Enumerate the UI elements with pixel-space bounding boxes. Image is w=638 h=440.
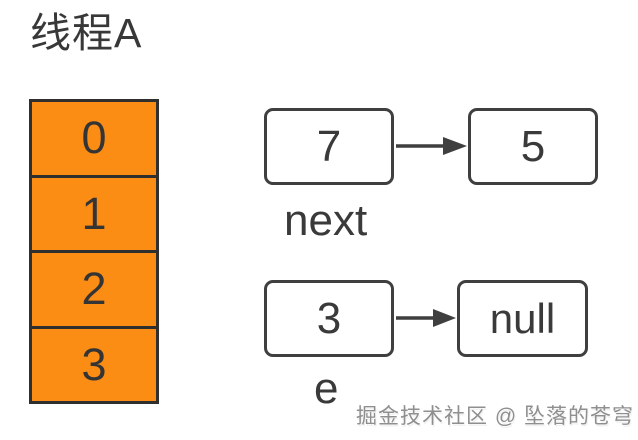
thread-a-array: 0 1 2 3 [29, 99, 159, 404]
node-value-3: 3 [264, 280, 394, 357]
array-cell-0: 0 [32, 102, 156, 178]
node-value-5: 5 [468, 108, 598, 185]
pointer-label-next: next [284, 196, 368, 245]
array-cell-1: 1 [32, 178, 156, 253]
array-cell-2: 2 [32, 253, 156, 329]
node-value-7: 7 [264, 108, 394, 185]
node-value-null: null [457, 280, 588, 357]
watermark-text: 掘金技术社区 @ 坠落的苍穹 [356, 405, 634, 428]
page-title: 线程A [30, 10, 143, 56]
pointer-label-e: e [314, 364, 339, 413]
arrow-right-icon-e [396, 309, 456, 327]
arrow-right-icon-next [396, 137, 467, 155]
array-cell-3: 3 [81, 338, 107, 390]
